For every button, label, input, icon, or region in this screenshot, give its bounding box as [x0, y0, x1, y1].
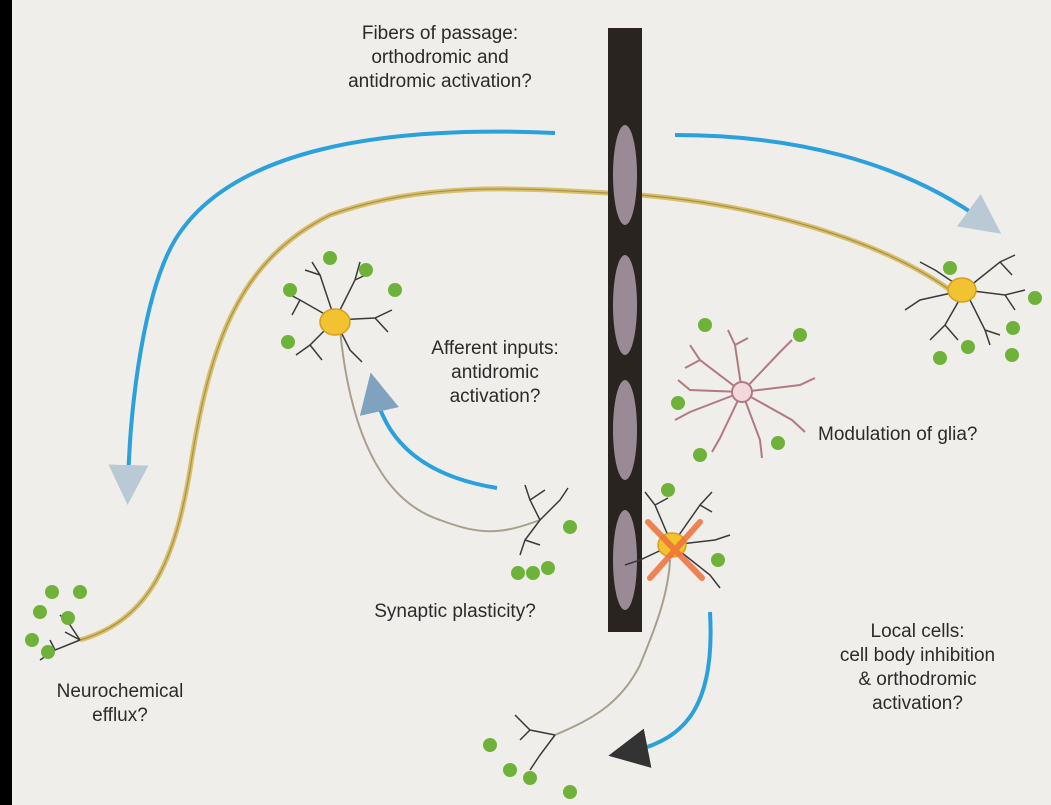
label-modulation-of-glia: Modulation of glia?	[818, 423, 1048, 447]
label-line: Afferent inputs:	[395, 337, 595, 361]
label-line: antidromic activation?	[315, 70, 565, 94]
electrode-contact	[613, 380, 637, 480]
inhibition-x-icon	[648, 522, 702, 578]
label-fibers-of-passage: Fibers of passage: orthodromic and antid…	[315, 22, 565, 94]
label-local-cells: Local cells: cell body inhibition & orth…	[795, 620, 1040, 716]
label-line: Synaptic plasticity?	[340, 600, 570, 624]
label-synaptic-plasticity: Synaptic plasticity?	[340, 600, 570, 624]
label-afferent-inputs: Afferent inputs: antidromic activation?	[395, 337, 595, 409]
label-line: Modulation of glia?	[818, 423, 1048, 447]
label-line: & orthodromic	[795, 668, 1040, 692]
label-line: Local cells:	[795, 620, 1040, 644]
arrow-fibers-right	[675, 135, 985, 222]
arrow-local-cells	[628, 612, 711, 752]
neuron-icon	[285, 262, 392, 362]
label-line: activation?	[795, 692, 1040, 716]
label-line: Fibers of passage:	[315, 22, 565, 46]
electrode-contact	[613, 125, 637, 225]
label-line: orthodromic and	[315, 46, 565, 70]
electrode-contact	[613, 510, 637, 610]
label-line: Neurochemical	[30, 680, 210, 704]
label-line: efflux?	[30, 704, 210, 728]
label-line: activation?	[395, 385, 595, 409]
glia-icon	[675, 330, 815, 458]
label-neurochemical-efflux: Neurochemical efflux?	[30, 680, 210, 728]
electrode-contact	[613, 255, 637, 355]
label-line: antidromic	[395, 361, 595, 385]
label-line: cell body inhibition	[795, 644, 1040, 668]
